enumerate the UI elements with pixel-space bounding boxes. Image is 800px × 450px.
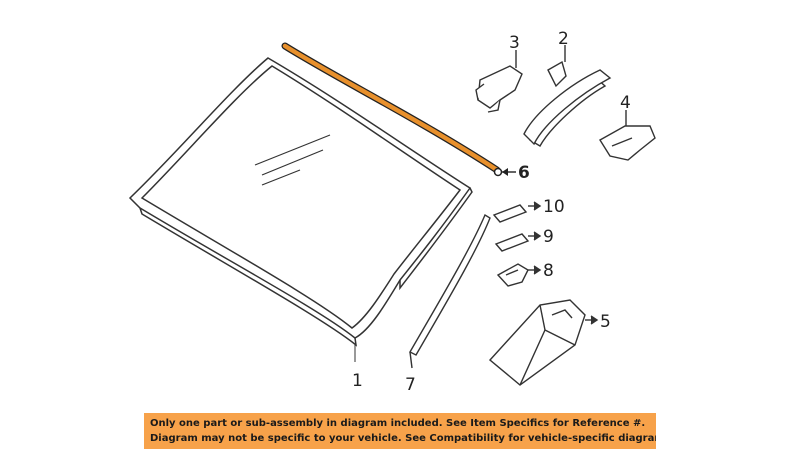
disclaimer-line-2: Diagram may not be specific to your vehi… bbox=[150, 433, 656, 444]
clip-part-9 bbox=[494, 231, 542, 252]
disclaimer-line-1: Only one part or sub-assembly in diagram… bbox=[150, 418, 646, 429]
bracket-part-3 bbox=[475, 50, 523, 113]
clip-part-10 bbox=[492, 201, 542, 223]
windshield-top-molding bbox=[281, 42, 503, 177]
housing-cover-part-5 bbox=[488, 299, 599, 386]
callout-10: 10 bbox=[543, 197, 565, 217]
callout-7: 7 bbox=[405, 375, 416, 395]
callout-8: 8 bbox=[543, 261, 554, 281]
callout-5: 5 bbox=[600, 312, 611, 332]
clip-part-8 bbox=[496, 263, 542, 287]
callout-arrow-6 bbox=[502, 168, 516, 176]
callout-1: 1 bbox=[352, 371, 363, 391]
disclaimer-banner: Only one part or sub-assembly in diagram… bbox=[144, 413, 656, 449]
molding-highlight bbox=[282, 43, 500, 173]
callout-2: 2 bbox=[558, 29, 569, 49]
callout-4: 4 bbox=[620, 93, 631, 113]
callout-3: 3 bbox=[509, 33, 520, 53]
side-molding bbox=[409, 213, 491, 369]
rearview-mirror-part-2 bbox=[523, 45, 612, 147]
callout-6: 6 bbox=[518, 163, 530, 183]
callout-9: 9 bbox=[543, 227, 554, 247]
diagram-canvas: 1 2 3 4 5 6 7 8 9 10 bbox=[128, 29, 656, 395]
sensor-cover-part-4 bbox=[599, 110, 656, 161]
windshield-glass bbox=[128, 57, 473, 362]
